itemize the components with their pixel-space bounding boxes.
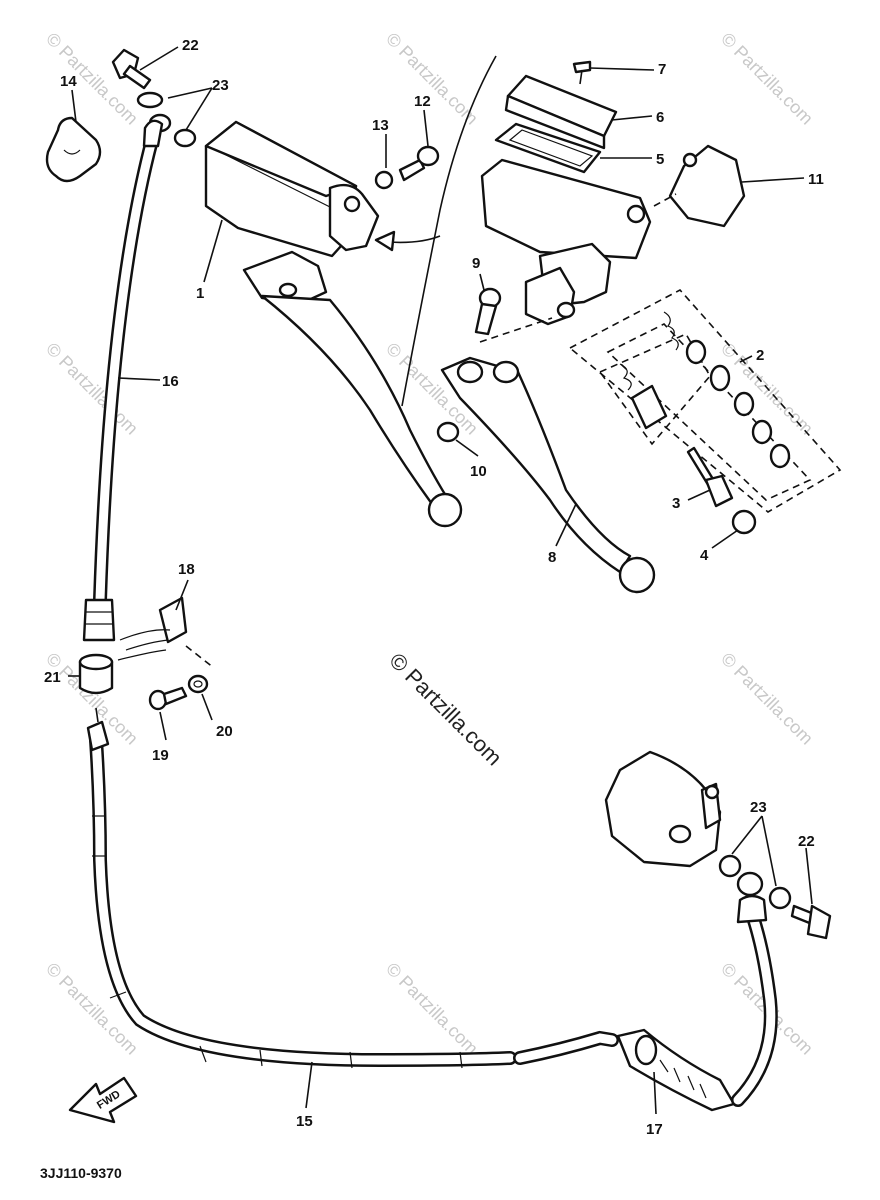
hose-fitting: [616, 1028, 736, 1112]
callout-15: 15: [296, 1113, 313, 1130]
lower-brake-hose: [86, 707, 619, 1069]
watermark: © Partzilla.com: [382, 29, 482, 129]
callout-19: 19: [152, 747, 169, 764]
front-direction-arrow-icon: FWD: [68, 1076, 138, 1124]
washer-13: [374, 170, 394, 190]
union-bolt-bottom: [790, 904, 832, 940]
cap-screw: [572, 60, 592, 85]
holder-part: [653, 144, 746, 228]
washer-top-1: [136, 91, 164, 109]
master-cylinder-assy: [204, 120, 380, 306]
callout-11: 11: [808, 171, 824, 188]
watermark: © Partzilla.com: [42, 339, 142, 439]
callout-13: 13: [372, 117, 389, 134]
caliper-housing: [604, 750, 722, 868]
push-rod: [686, 446, 734, 508]
callout-9: 9: [472, 255, 480, 272]
callout-10: 10: [470, 463, 487, 480]
callout-12: 12: [414, 93, 431, 110]
watermark: © Partzilla.com: [717, 649, 817, 749]
washer-top-3: [173, 128, 197, 148]
boot-4: [731, 509, 757, 535]
caliper-hose: [731, 894, 778, 1107]
diagram-code: 3JJ110-9370: [40, 1165, 122, 1181]
master-cylinder-body: [480, 158, 652, 326]
callout-22-bottom: 22: [798, 833, 815, 850]
callout-16: 16: [162, 373, 179, 390]
leader-lines: [68, 46, 813, 1115]
callout-5: 5: [656, 151, 664, 168]
callout-7: 7: [658, 61, 666, 78]
callout-17: 17: [646, 1121, 663, 1138]
watermark: © Partzilla.com: [42, 29, 142, 129]
callout-3: 3: [672, 495, 680, 512]
lever-left: [260, 294, 463, 528]
callouts: 22 23 14 13 12 1 16 21 18 19 20 15 17 7 …: [44, 37, 824, 1138]
callout-20: 20: [216, 723, 233, 740]
reservoir-cap: [504, 74, 618, 150]
watermark-center: © Partzilla.com: [384, 648, 507, 771]
washer-bottom-3: [768, 886, 792, 910]
callout-6: 6: [656, 109, 664, 126]
callout-2: 2: [756, 347, 764, 364]
union-bolt-top: [111, 48, 152, 90]
detail-arrow-icon: [374, 230, 396, 252]
piston-kit-outline: [568, 288, 842, 513]
clamp-nut: [187, 674, 209, 694]
callout-4: 4: [700, 547, 709, 564]
hose-clamp-bracket: [117, 596, 215, 669]
lever-right: [440, 356, 656, 594]
diaphragm: [494, 122, 602, 174]
callout-23-top: 23: [212, 77, 229, 94]
nut-10: [436, 421, 460, 443]
divider-line: [401, 55, 497, 407]
screw-12: [398, 145, 440, 182]
grommet-part: [78, 653, 114, 695]
callout-23-bottom: 23: [750, 799, 767, 816]
callout-1: 1: [196, 285, 204, 302]
callout-21: 21: [44, 669, 61, 686]
upper-brake-hose: [82, 119, 164, 642]
piston-kit-parts: [619, 311, 791, 469]
callout-8: 8: [548, 549, 556, 566]
callout-22-top: 22: [182, 37, 199, 54]
watermark: © Partzilla.com: [382, 959, 482, 1059]
watermark: © Partzilla.com: [717, 29, 817, 129]
pivot-bolt: [474, 287, 553, 343]
callout-14: 14: [60, 73, 77, 90]
clamp-screw: [148, 686, 188, 711]
callout-18: 18: [178, 561, 195, 578]
washer-bottom-1: [718, 854, 742, 878]
washer-bottom-2: [736, 871, 764, 897]
boot-cover-part: [45, 116, 102, 183]
